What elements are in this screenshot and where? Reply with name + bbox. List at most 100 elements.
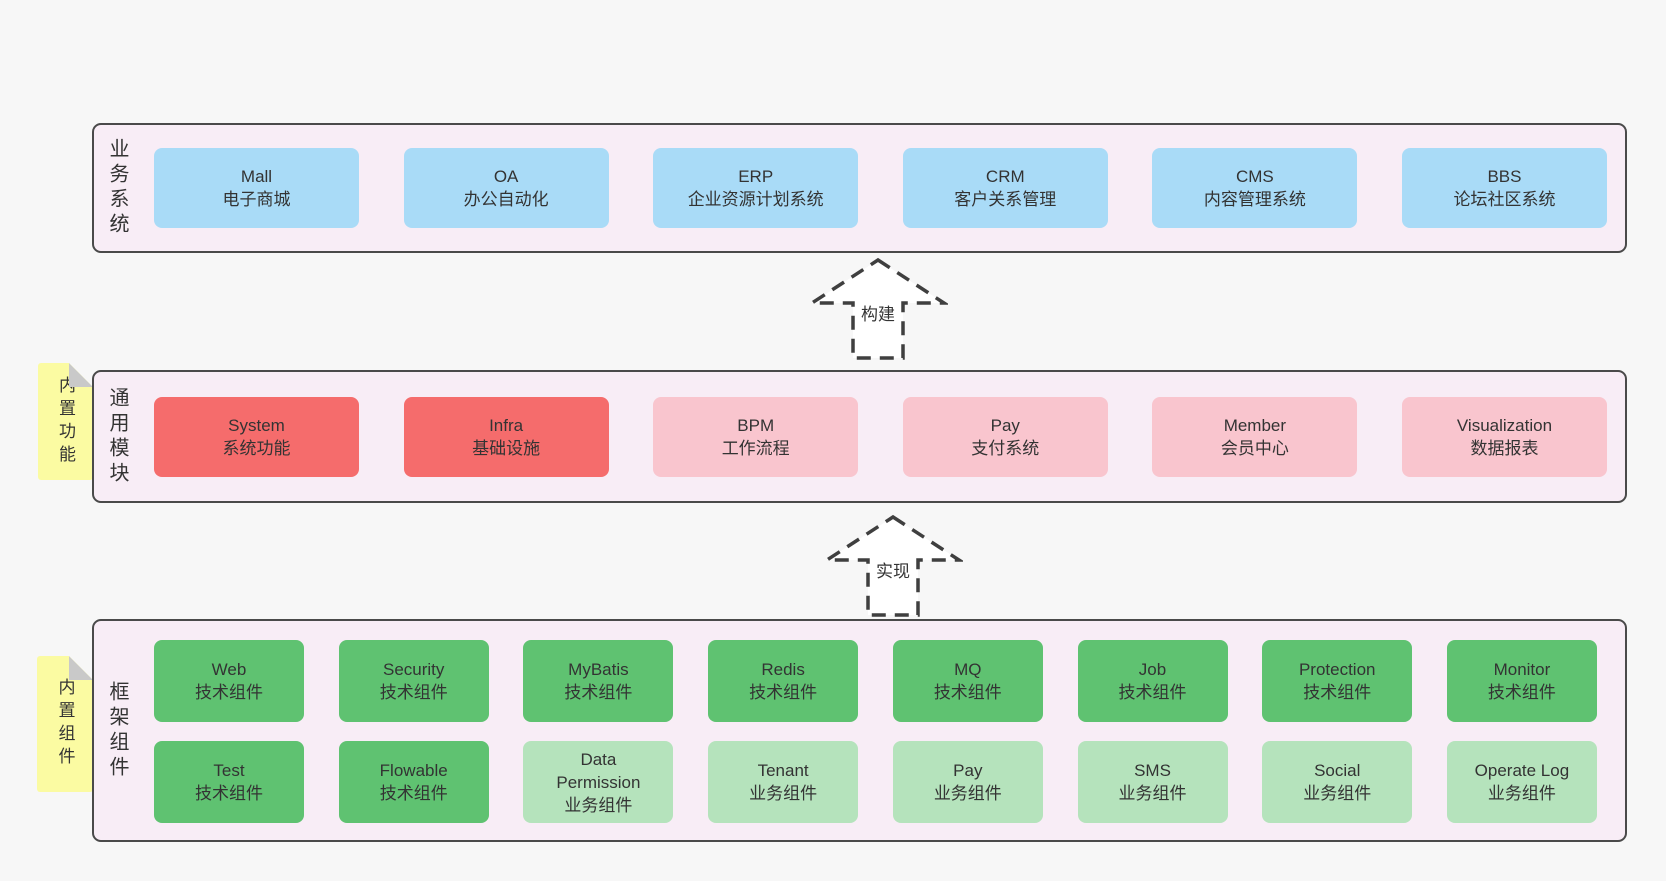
box-subtitle: 技术组件 bbox=[749, 683, 818, 702]
box-title: Mall bbox=[240, 167, 273, 186]
box-subtitle: 内容管理系统 bbox=[1203, 190, 1306, 209]
box-subtitle: 业务组件 bbox=[1487, 784, 1556, 803]
box-subtitle: 技术组件 bbox=[564, 683, 633, 702]
box-data-permission: Data Permission 业务组件 bbox=[523, 741, 674, 823]
box-subtitle: 数据报表 bbox=[1470, 438, 1539, 458]
box-title: Tenant bbox=[757, 761, 809, 780]
box-subtitle: 会员中心 bbox=[1220, 438, 1289, 458]
box-title: Visualization bbox=[1456, 415, 1553, 435]
framework-rows: Web 技术组件 Security 技术组件 MyBatis 技术组件 Redi… bbox=[154, 640, 1597, 823]
box-subtitle: 业务组件 bbox=[564, 795, 633, 815]
box-title: Redis bbox=[761, 660, 805, 679]
box-subtitle: 技术组件 bbox=[195, 784, 263, 803]
box-erp: ERP 企业资源计划系统 bbox=[653, 148, 859, 228]
box-web: Web 技术组件 bbox=[154, 640, 304, 722]
arrow-build-label: 构建 bbox=[858, 300, 898, 325]
box-subtitle: 技术组件 bbox=[195, 683, 263, 702]
box-member: Member 会员中心 bbox=[1152, 396, 1358, 477]
box-subtitle: 业务组件 bbox=[749, 784, 818, 803]
box-subtitle: 技术组件 bbox=[379, 683, 448, 702]
box-title: Infra bbox=[489, 415, 524, 435]
box-subtitle: 论坛社区系统 bbox=[1453, 190, 1556, 209]
box-title: Pay bbox=[990, 415, 1020, 435]
box-title: CMS bbox=[1235, 167, 1274, 186]
box-operate-log: Operate Log 业务组件 bbox=[1446, 741, 1597, 823]
box-title: Security bbox=[382, 660, 445, 679]
band-framework-components: 框架组件 Web 技术组件 Security 技术组件 MyBatis 技术组件… bbox=[92, 619, 1627, 842]
framework-row-2: Test 技术组件 Flowable 技术组件 Data Permission … bbox=[154, 741, 1597, 823]
box-subtitle: 技术组件 bbox=[933, 683, 1002, 702]
box-mq: MQ 技术组件 bbox=[892, 640, 1043, 722]
band-business-systems: 业务系统 Mall 电子商城 OA 办公自动化 ERP 企业资源计划系统 CRM… bbox=[92, 123, 1627, 253]
box-protection: Protection 技术组件 bbox=[1262, 640, 1413, 722]
box-sms: SMS 业务组件 bbox=[1077, 741, 1228, 823]
box-tenant: Tenant 业务组件 bbox=[708, 741, 859, 823]
box-title: BBS bbox=[1487, 167, 1522, 186]
box-subtitle: 技术组件 bbox=[1118, 683, 1187, 702]
box-security: Security 技术组件 bbox=[338, 640, 489, 722]
band-label-business: 业务系统 bbox=[106, 138, 128, 238]
module-boxes: System 系统功能 Infra 基础设施 BPM 工作流程 Pay 支付系统… bbox=[154, 372, 1607, 501]
box-test: Test 技术组件 bbox=[154, 741, 304, 823]
box-title: Operate Log bbox=[1474, 761, 1570, 780]
box-pay-system: Pay 支付系统 bbox=[902, 396, 1108, 477]
band-common-modules: 通用模块 System 系统功能 Infra 基础设施 BPM 工作流程 Pay… bbox=[92, 370, 1627, 503]
box-subtitle: 技术组件 bbox=[1303, 683, 1372, 702]
box-social: Social 业务组件 bbox=[1262, 741, 1413, 823]
arrow-build: 构建 bbox=[808, 256, 948, 362]
box-subtitle: 企业资源计划系统 bbox=[687, 190, 824, 209]
box-flowable: Flowable 技术组件 bbox=[338, 741, 489, 823]
arrow-implement-label: 实现 bbox=[873, 557, 913, 582]
box-cms: CMS 内容管理系统 bbox=[1152, 148, 1358, 228]
sticky-note-built-in-functions: 内置功能 bbox=[38, 363, 93, 480]
band-label-modules: 通用模块 bbox=[106, 386, 128, 487]
box-title: Member bbox=[1223, 415, 1287, 435]
box-mybatis: MyBatis 技术组件 bbox=[523, 640, 674, 722]
band-label-framework: 框架组件 bbox=[106, 680, 128, 781]
box-title: CRM bbox=[985, 167, 1025, 186]
box-crm: CRM 客户关系管理 bbox=[902, 148, 1108, 228]
box-title: SMS bbox=[1134, 761, 1171, 780]
box-infra: Infra 基础设施 bbox=[403, 396, 609, 477]
box-subtitle: 业务组件 bbox=[1118, 784, 1187, 803]
box-title: ERP bbox=[738, 167, 774, 186]
box-visualization: Visualization 数据报表 bbox=[1401, 396, 1607, 477]
box-title: Job bbox=[1138, 660, 1167, 679]
box-pay-component: Pay 业务组件 bbox=[892, 741, 1043, 823]
box-redis: Redis 技术组件 bbox=[708, 640, 859, 722]
box-title: Monitor bbox=[1493, 660, 1551, 679]
box-title: BPM bbox=[737, 415, 775, 435]
box-bpm: BPM 工作流程 bbox=[653, 396, 859, 477]
box-title: MQ bbox=[954, 660, 982, 679]
box-system: System 系统功能 bbox=[154, 396, 359, 477]
box-title: Data Permission bbox=[556, 749, 641, 792]
business-boxes: Mall 电子商城 OA 办公自动化 ERP 企业资源计划系统 CRM 客户关系… bbox=[154, 125, 1607, 251]
box-subtitle: 办公自动化 bbox=[463, 190, 549, 209]
box-title: Test bbox=[213, 761, 245, 780]
sticky-note-built-in-components: 内置组件 bbox=[37, 656, 93, 792]
box-title: Pay bbox=[953, 761, 983, 780]
box-subtitle: 支付系统 bbox=[971, 438, 1040, 458]
box-subtitle: 技术组件 bbox=[379, 784, 448, 803]
box-monitor: Monitor 技术组件 bbox=[1446, 640, 1597, 722]
box-mall: Mall 电子商城 bbox=[154, 148, 359, 228]
box-subtitle: 工作流程 bbox=[721, 438, 790, 458]
box-oa: OA 办公自动化 bbox=[403, 148, 609, 228]
box-title: System bbox=[228, 415, 285, 435]
box-subtitle: 客户关系管理 bbox=[954, 190, 1057, 209]
box-bbs: BBS 论坛社区系统 bbox=[1401, 148, 1607, 228]
box-title: Social bbox=[1314, 761, 1361, 780]
box-subtitle: 业务组件 bbox=[1303, 784, 1372, 803]
box-job: Job 技术组件 bbox=[1077, 640, 1228, 722]
box-subtitle: 电子商城 bbox=[222, 190, 291, 209]
box-title: Protection bbox=[1298, 660, 1376, 679]
box-title: OA bbox=[493, 167, 519, 186]
box-subtitle: 技术组件 bbox=[1487, 683, 1556, 702]
arrow-implement: 实现 bbox=[823, 513, 963, 619]
box-subtitle: 基础设施 bbox=[472, 438, 541, 458]
box-subtitle: 业务组件 bbox=[933, 784, 1002, 803]
box-title: MyBatis bbox=[568, 660, 629, 679]
box-title: Flowable bbox=[379, 761, 448, 780]
box-subtitle: 系统功能 bbox=[222, 438, 291, 458]
box-title: Web bbox=[211, 660, 247, 679]
